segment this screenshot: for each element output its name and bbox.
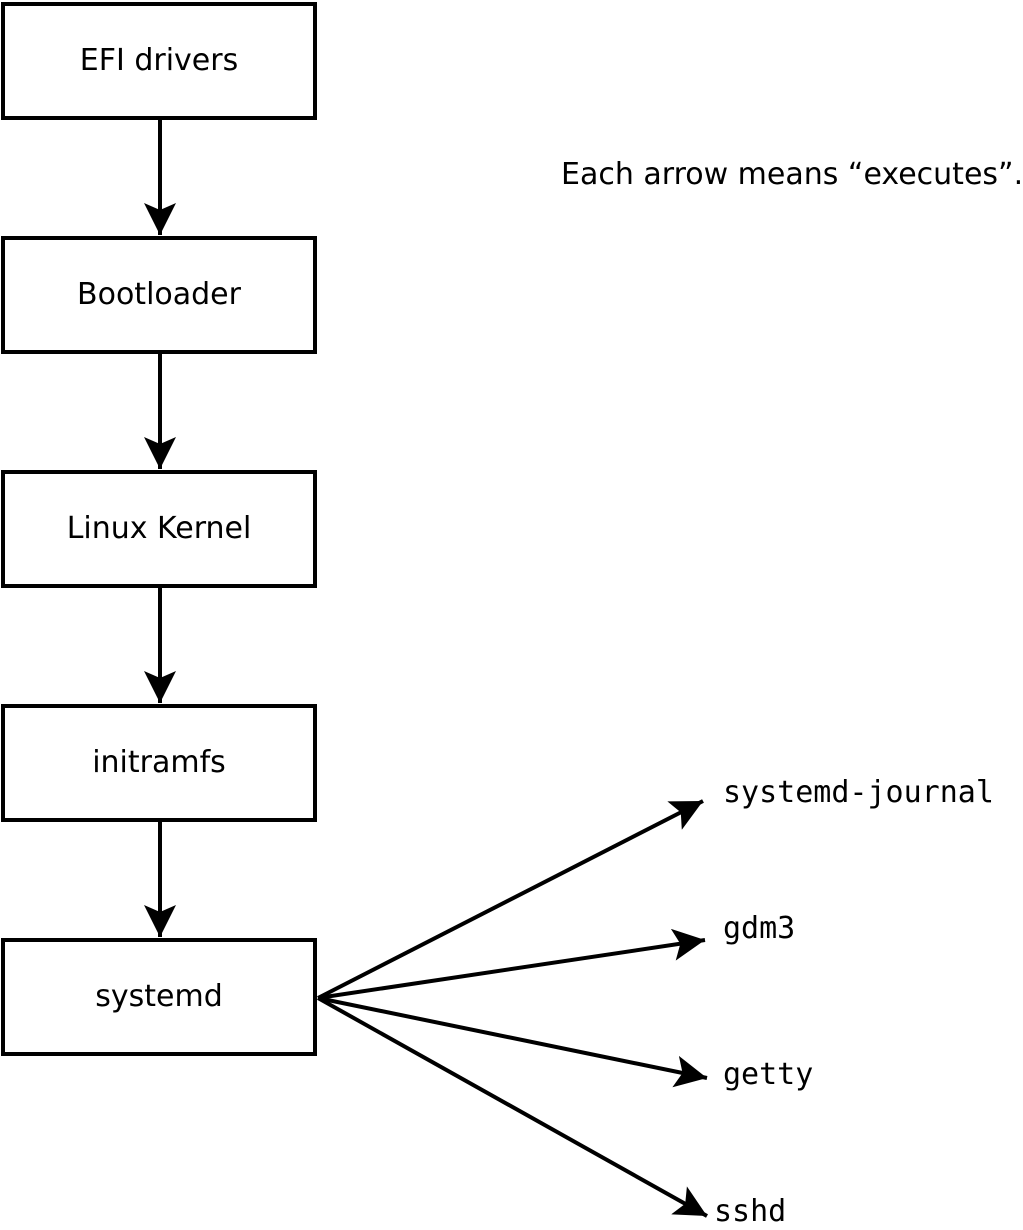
label-systemd-journal: systemd-journal — [723, 775, 994, 810]
label-getty: getty — [723, 1057, 814, 1092]
box-bootloader: Bootloader — [1, 236, 317, 354]
caption: Each arrow means “executes”. — [561, 157, 1023, 192]
box-initramfs: initramfs — [1, 704, 317, 822]
label-sshd: sshd — [714, 1194, 787, 1229]
box-bootloader-label: Bootloader — [77, 277, 241, 312]
arrow-systemd-to-getty — [317, 996, 708, 1088]
box-efi-drivers-label: EFI drivers — [79, 43, 239, 78]
box-linux-kernel: Linux Kernel — [1, 470, 317, 588]
label-gdm3: gdm3 — [723, 911, 796, 946]
box-systemd: systemd — [1, 938, 317, 1056]
arrow-systemd-to-journal — [317, 799, 704, 1000]
box-initramfs-label: initramfs — [92, 745, 226, 780]
arrow-systemd-to-gdm3 — [317, 928, 706, 1000]
box-systemd-label: systemd — [95, 979, 223, 1014]
arrow-systemd-to-sshd — [317, 996, 708, 1218]
box-efi-drivers: EFI drivers — [1, 2, 317, 120]
box-linux-kernel-label: Linux Kernel — [66, 511, 252, 546]
